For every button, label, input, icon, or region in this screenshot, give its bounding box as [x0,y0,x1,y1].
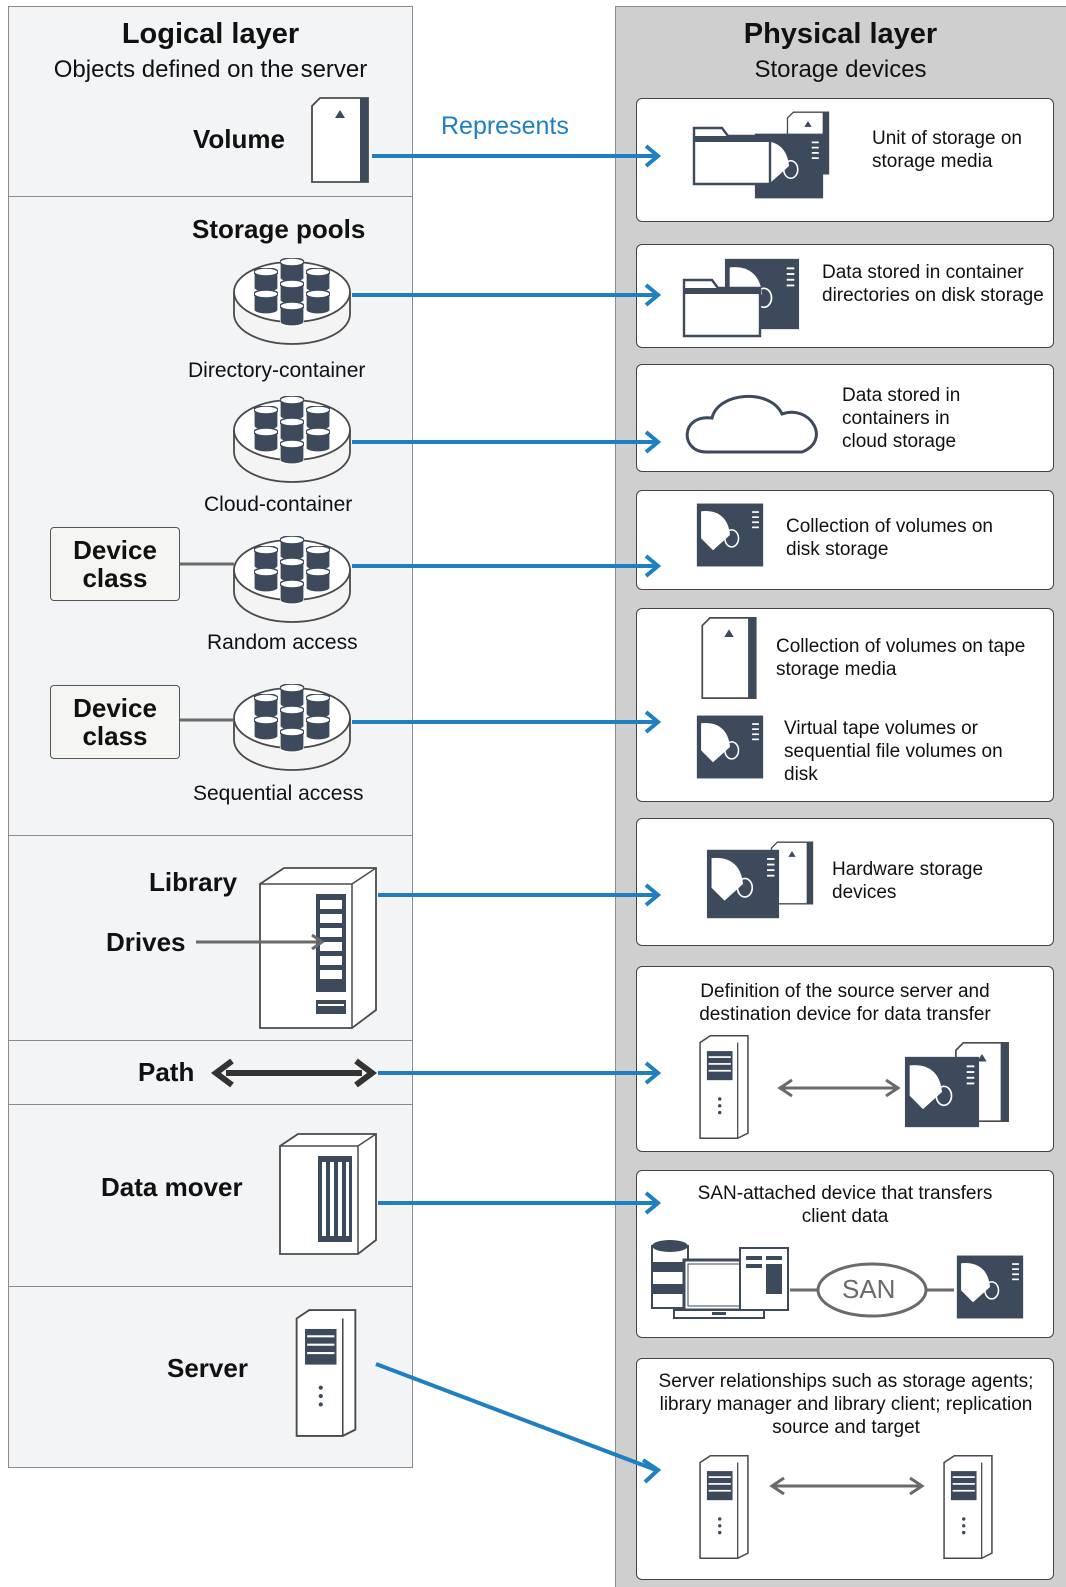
sequential-access-caption: Sequential access [193,782,364,805]
server-tower-icon [295,1308,357,1438]
random-access-caption: Random access [207,631,358,654]
server-rack-icon [739,1247,789,1311]
represents-label: Represents [441,112,569,140]
random-collection-desc: Collection of volumes on disk storage [786,516,993,560]
device-class-box: Device class [50,685,180,759]
logical-separator [8,835,413,836]
cloud-container-caption: Cloud-container [204,493,353,516]
volume-label: Volume [193,124,285,154]
disk-icon [706,848,780,920]
server-tower-icon [699,1454,749,1560]
unit-of-storage-desc: Unit of storage on storage media [872,128,1022,172]
disk-icon [904,1055,980,1129]
server-tower-icon [943,1454,993,1560]
physical-box-hardware [636,818,1054,946]
san-device-desc: SAN-attached device that transfers clien… [697,1183,993,1227]
device-class-box: Device class [50,527,180,601]
library-label: Library [149,867,238,897]
directory-container-caption: Directory-container [188,359,366,382]
hardware-desc: Hardware storage devices [832,859,984,903]
random-access-pool-icon [234,536,350,622]
sequential-access-pool-icon [234,684,350,770]
cloud-icon [685,394,818,454]
cloud-data-desc: Data stored in containers in cloud stora… [842,385,961,452]
server-arrow [375,1362,657,1472]
cloud-container-pool-icon [234,396,350,482]
drives-arrowhead [311,933,325,951]
physical-layer-subtitle: Storage devices [754,56,927,83]
logical-separator [8,1040,413,1041]
server-label: Server [167,1353,248,1383]
path-definition-desc: Definition of the source server and dest… [699,981,991,1025]
directory-container-pool-icon [234,258,350,344]
path-arrowhead-right [354,1058,377,1088]
path-arrowhead-left [211,1058,234,1088]
logical-layer-subtitle: Objects defined on the server [53,56,368,83]
data-mover-label: Data mover [101,1172,243,1202]
storage-pools-label: Storage pools [192,214,366,244]
data-mover-icon [279,1133,377,1255]
logical-separator [8,1104,413,1105]
logical-separator [8,1286,413,1287]
folder-icon [692,126,772,186]
tape-collection-desc: Collection of volumes on tape storage me… [776,636,1026,680]
drives-label: Drives [106,927,186,957]
server-tower-icon [699,1034,749,1140]
directory-data-desc: Data stored in container directories on … [822,262,1044,306]
folder-icon [682,278,762,338]
san-label: SAN [842,1274,896,1304]
logical-separator [8,196,413,197]
physical-layer-title: Physical layer [743,18,938,50]
cartridge-icon [701,617,757,699]
library-tower-icon [259,867,377,1029]
disk-icon [956,1254,1024,1320]
server-relationships-desc: Server relationships such as storage age… [658,1371,1034,1438]
volume-cartridge-icon [311,97,369,183]
virtual-tape-desc: Virtual tape volumes or sequential file … [784,718,1003,785]
disk-icon [696,502,764,568]
logical-layer-title: Logical layer [121,18,300,50]
disk-icon [696,714,764,780]
path-label: Path [138,1057,195,1087]
